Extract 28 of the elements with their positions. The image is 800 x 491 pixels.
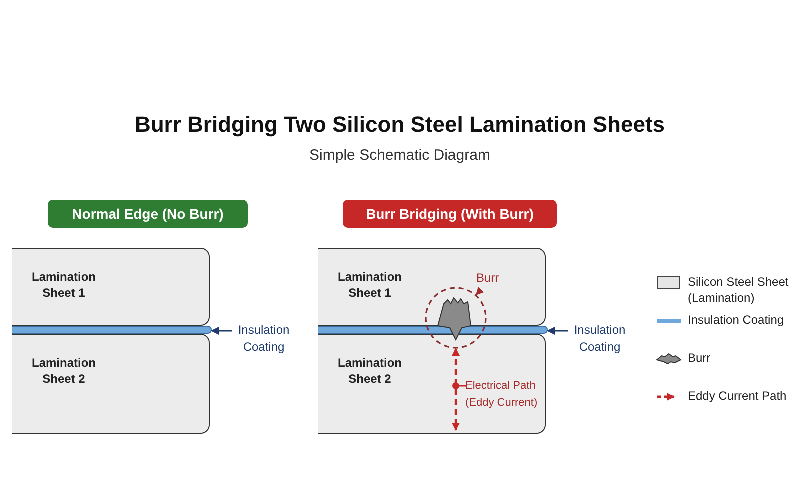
- legend-label: Silicon Steel Sheet (Lamination): [688, 274, 790, 306]
- legend-label: Burr: [688, 350, 712, 366]
- callout-label: Insulation Coating: [568, 322, 632, 356]
- insulation-coating-layer: [12, 326, 212, 334]
- pointer-arrow: [476, 286, 484, 296]
- sheet-label: Lamination Sheet 1: [336, 269, 403, 301]
- insulation-coating-layer: [318, 326, 548, 334]
- sheet-label: Lamination Sheet 2: [336, 355, 403, 387]
- lamination-sheet: [12, 334, 210, 434]
- callout-label: Insulation Coating: [232, 322, 296, 356]
- section-heading-badge: Burr Bridging (With Burr): [343, 200, 557, 228]
- subtitle: Simple Schematic Diagram: [308, 147, 492, 164]
- legend-label: Eddy Current Path: [688, 388, 788, 404]
- pointer-arrow: [211, 327, 232, 335]
- sheet-label: Lamination Sheet 2: [30, 355, 97, 387]
- lamination-sheet: [318, 248, 546, 326]
- legend-label: Insulation Coating: [688, 312, 786, 328]
- callout-label: Electrical Path (Eddy Current): [466, 378, 542, 412]
- dashed-highlight-circle: [425, 287, 487, 349]
- eddy-current-arrow: [452, 348, 460, 431]
- section-heading-badge: Normal Edge (No Burr): [48, 200, 248, 228]
- lamination-sheet: [318, 334, 546, 434]
- leader-line: [452, 382, 467, 390]
- title: Burr Bridging Two Silicon Steel Lamination Sheets: [134, 112, 666, 138]
- sheet-label: Lamination Sheet 1: [30, 269, 97, 301]
- lamination-sheet: [12, 248, 210, 326]
- pointer-arrow: [547, 327, 568, 335]
- callout-label: Burr: [476, 270, 516, 286]
